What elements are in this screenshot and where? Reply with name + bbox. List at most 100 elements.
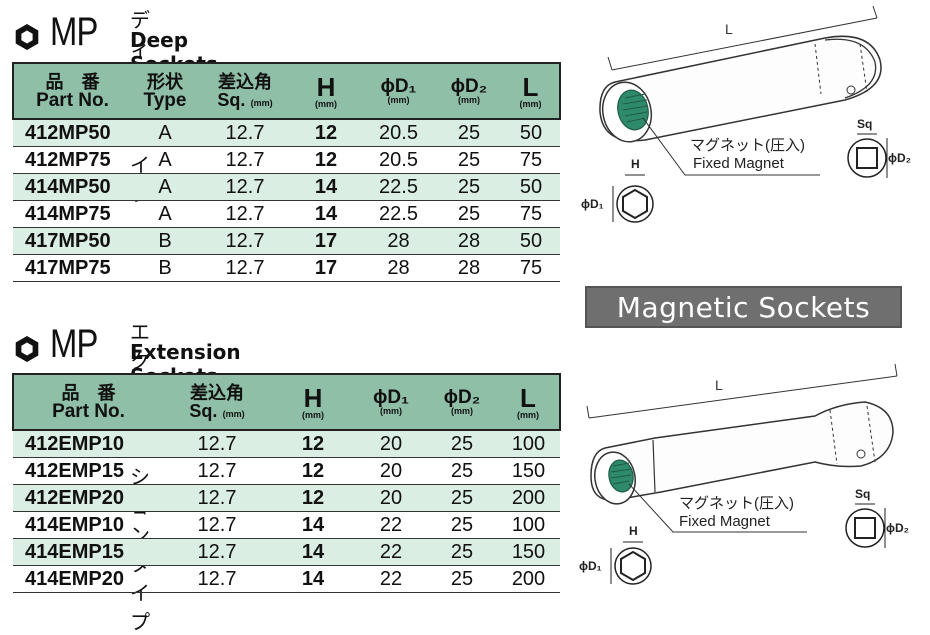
sq: 12.7 [163,430,271,458]
sq: 12.7 [163,538,271,566]
l: 50 [502,227,560,255]
type: B [131,227,199,255]
hex-mark-icon [15,24,39,50]
svg-text:マグネット(圧入): マグネット(圧入) [690,137,805,154]
header-l: L (mm) [497,373,561,431]
part-no: 414EMP15 [13,538,163,566]
h: 14 [291,200,361,228]
d1: 28 [361,254,436,282]
d1: 20 [355,484,427,512]
h: 17 [291,227,361,255]
type: A [131,146,199,174]
l: 100 [497,430,560,458]
d2: 25 [427,538,497,566]
svg-text:Fixed Magnet: Fixed Magnet [679,513,771,530]
header-l: L (mm) [502,62,561,120]
h: 12 [291,146,361,174]
part-no: 414EMP10 [13,511,163,539]
square-drive-icon: Sq ϕD₂ [847,117,911,178]
part-no: 412MP75 [13,146,131,174]
extension-socket-diagram: L マグネット(圧入) Fixed Magnet Sq ϕD₂ H ϕD₁ [579,363,909,585]
length-dimension: L [607,5,878,71]
part-no: 412MP50 [13,119,131,147]
h: 12 [291,119,361,147]
hex-opening-icon: H ϕD₁ [581,157,654,223]
part-no: 417MP50 [13,227,131,255]
hex-mark-icon [15,336,39,362]
l: 75 [502,146,560,174]
l: 50 [502,173,560,201]
header-h: H (mm) [291,62,361,120]
h: 12 [271,430,355,458]
svg-text:マグネット(圧入): マグネット(圧入) [679,495,794,512]
hex-opening-icon: H ϕD₁ [579,524,652,585]
header-type: 形状 Type [131,62,199,120]
sq: 12.7 [163,457,271,485]
sq: 12.7 [199,254,291,282]
d1: 20.5 [361,119,436,147]
d1: 22 [355,565,427,593]
part-no: 412EMP15 [13,457,163,485]
sq: 12.7 [199,119,291,147]
d1: 22 [355,538,427,566]
type: A [131,200,199,228]
svg-text:ϕD₂: ϕD₂ [886,521,909,535]
d2: 25 [427,457,497,485]
svg-text:ϕD₂: ϕD₂ [888,151,911,165]
magnet-callout: マグネット(圧入) Fixed Magnet [628,483,807,533]
d2: 28 [436,227,502,255]
header-d1: ϕD₁ (mm) [355,373,427,431]
magnet-callout: マグネット(圧入) Fixed Magnet [642,117,820,176]
h: 14 [271,511,355,539]
part-no: 417MP75 [13,254,131,282]
table-header-row: 品 番 Part No. 形状 Type 差込角 Sq. (mm) H (mm)… [12,62,561,120]
sq: 12.7 [163,565,271,593]
part-no: 414EMP20 [13,565,163,593]
h: 12 [271,457,355,485]
svg-text:ϕD₁: ϕD₁ [581,197,604,211]
d2: 25 [427,484,497,512]
d2: 25 [436,200,502,228]
d1: 20 [355,457,427,485]
h: 14 [271,565,355,593]
sq: 12.7 [199,173,291,201]
sq: 12.7 [199,227,291,255]
svg-text:Sq: Sq [855,487,870,501]
header-h: H (mm) [271,373,355,431]
l: 150 [497,538,560,566]
series-code: MP [50,10,98,54]
extension-sockets-table: 品 番 Part No. 差込角 Sq. (mm) H (mm) ϕD₁ (mm… [12,373,561,593]
l: 75 [502,254,560,282]
svg-text:H: H [629,524,638,538]
deep-sockets-table: 品 番 Part No. 形状 Type 差込角 Sq. (mm) H (mm)… [12,62,561,282]
l: 50 [502,119,560,147]
type: A [131,173,199,201]
svg-text:H: H [631,157,640,171]
part-no: 412EMP20 [13,484,163,512]
l: 100 [497,511,560,539]
header-part-no: 品 番 Part No. [12,373,163,431]
header-sq: 差込角 Sq. (mm) [163,373,271,431]
type: A [131,119,199,147]
d1: 22.5 [361,173,436,201]
type: B [131,254,199,282]
sq: 12.7 [199,146,291,174]
d2: 28 [436,254,502,282]
d2: 25 [436,119,502,147]
part-no: 414MP50 [13,173,131,201]
l: 200 [497,484,560,512]
svg-text:ϕD₁: ϕD₁ [579,559,602,573]
d2: 25 [436,146,502,174]
svg-text:Sq: Sq [857,117,872,131]
part-no: 414MP75 [13,200,131,228]
